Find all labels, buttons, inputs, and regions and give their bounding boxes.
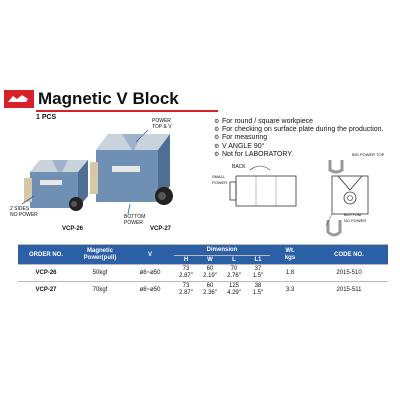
cell-wt: 1.8 <box>270 264 310 282</box>
cell-w: 60 2.36" <box>198 281 222 298</box>
feature-item: ⚙Not for LABORATORY. <box>214 150 294 158</box>
product-title: Magnetic V Block <box>38 89 179 108</box>
header-dimension: Dimension <box>174 244 270 256</box>
spec-table: ORDER NO. Magnetic Power(pull) V Dimensi… <box>18 244 388 298</box>
feature-item: ⚙V ANGLE 90° <box>214 142 265 150</box>
header-code-no: CODE NO. <box>310 244 388 265</box>
header-w: W <box>198 255 222 265</box>
brand-logo <box>4 90 34 108</box>
title-underline <box>36 110 218 112</box>
gear-icon: ⚙ <box>214 119 220 125</box>
label-back: BACK <box>232 164 246 170</box>
header-l1: L1 <box>246 255 270 265</box>
cell-l: 125 4.29" <box>222 281 246 298</box>
cell-wt: 3.3 <box>270 281 310 298</box>
label-vcp26: VCP-26 <box>62 226 84 232</box>
feature-item: ⚙For round / square workpiece <box>214 118 314 125</box>
cell-l1: 38 1.5" <box>246 281 270 298</box>
label-big-power-top: BIG POWER TOP <box>352 152 385 157</box>
label-two-sides-no-power: 2 SIDES NO POWER <box>10 206 38 218</box>
label-bottom-no-power: BOTTOM NO POWER <box>344 212 367 223</box>
cell-code: 2015-511 <box>310 281 388 298</box>
cell-h: 73 2.87" <box>174 281 198 298</box>
table-row: VCP-27 70kgf ø8~ø50 73 2.87" 60 2.36" 12… <box>18 281 388 298</box>
cell-h: 73 2.87" <box>174 264 198 282</box>
header-magnetic-power: Magnetic Power(pull) <box>74 244 126 265</box>
cell-w: 60 2.19" <box>198 264 222 282</box>
cell-code: 2015-510 <box>310 264 388 282</box>
header-weight: Wt. kgs <box>270 244 310 265</box>
feature-item: ⚙For measuring <box>214 134 268 142</box>
cell-v: ø8~ø50 <box>126 264 174 282</box>
gear-icon: ⚙ <box>214 143 220 150</box>
gear-icon: ⚙ <box>214 127 220 134</box>
technical-drawing <box>229 160 369 237</box>
cell-l: 70 2.76" <box>222 264 246 282</box>
vcp26-block-illustration <box>24 160 88 211</box>
cell-order-no: VCP-26 <box>18 264 74 282</box>
cell-power: 70kgf <box>74 281 126 298</box>
cell-power: 50kgf <box>74 264 126 282</box>
feature-list: ⚙For round / square workpiece ⚙For check… <box>214 118 384 159</box>
pcs-label: 1 PCS <box>36 114 57 121</box>
header-order-no: ORDER NO. <box>18 244 74 265</box>
label-small-power: SMALL POWER <box>212 174 228 185</box>
table-row: VCP-26 50kgf ø8~ø50 73 2.87" 60 2.19" 70… <box>18 264 388 282</box>
product-photo <box>21 129 173 215</box>
label-bottom-power: BOTTOM POWER <box>124 214 146 226</box>
header-h: H <box>174 255 198 265</box>
label-power-top-v: POWER TOP & V <box>152 118 172 130</box>
header-v: V <box>126 244 174 265</box>
feature-item: ⚙For checking on surface plate during th… <box>214 126 384 134</box>
header-l: L <box>222 255 246 265</box>
label-vcp27: VCP-27 <box>150 226 172 232</box>
cell-l1: 37 1.5" <box>246 264 270 282</box>
gear-icon: ⚙ <box>214 135 220 142</box>
cell-order-no: VCP-27 <box>18 281 74 298</box>
cell-v: ø8~ø50 <box>126 281 174 298</box>
gear-icon: ⚙ <box>214 151 220 158</box>
vcp27-block-illustration <box>90 134 173 205</box>
